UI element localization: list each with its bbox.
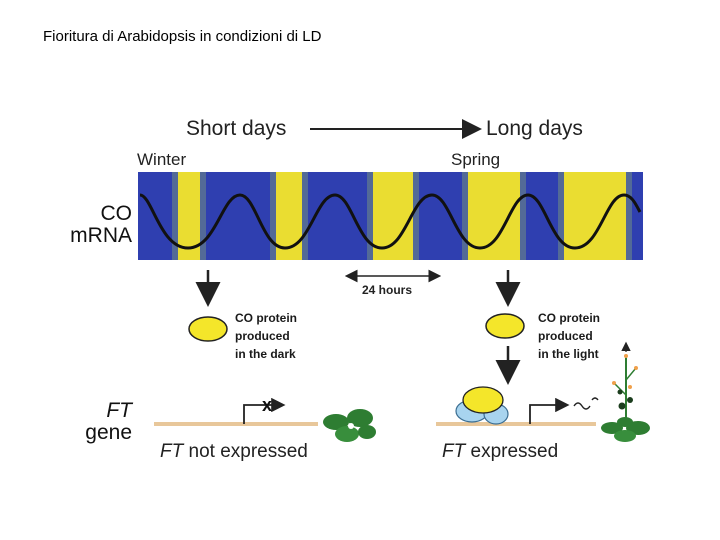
winter-label: Winter [137, 150, 187, 169]
ft-left-italic: FT [160, 441, 184, 462]
transcript-squiggle [573, 397, 599, 410]
ft-left-rest: not expressed [183, 441, 308, 462]
tss-left [243, 397, 286, 424]
right-protein-line1: CO protein [538, 311, 600, 325]
co-mrna-wave [139, 193, 642, 250]
co-protein-light [485, 313, 525, 339]
ft-right-rest: expressed [465, 441, 559, 462]
co-label-line1: CO [100, 202, 133, 225]
flowering-plant [601, 341, 650, 442]
left-protein-caption: CO protein produced in the dark [235, 309, 297, 363]
ft-gene-line1: FT [106, 399, 132, 422]
co-mrna-label: CO mRNA [64, 203, 132, 247]
ft-gene-line2: gene [85, 421, 132, 444]
short-days-label: Short days [186, 117, 287, 140]
left-protein-line1: CO protein [235, 311, 297, 325]
light-band [564, 172, 626, 260]
slide-title: Fioritura di Arabidopsis in condizioni d… [43, 28, 322, 45]
right-protein-line2: produced [538, 329, 593, 343]
co-protein-dark [188, 316, 228, 342]
light-bands [178, 172, 626, 260]
right-protein-line3: in the light [538, 347, 599, 361]
spring-label: Spring [451, 150, 501, 169]
co-complex [455, 386, 509, 425]
left-protein-line3: in the dark [235, 347, 296, 361]
left-protein-line2: produced [235, 329, 290, 343]
period-label: 24 hours [362, 283, 413, 297]
ft-expressed-label: FT expressed [442, 441, 558, 463]
right-protein-caption: CO protein produced in the light [538, 309, 600, 363]
light-band [468, 172, 520, 260]
ft-not-expressed-label: FT not expressed [160, 441, 308, 463]
ft-right-italic: FT [442, 441, 466, 462]
light-band [276, 172, 302, 260]
co-label-line2: mRNA [70, 224, 132, 247]
ft-gene-label: FT gene [80, 400, 132, 444]
light-band [178, 172, 200, 260]
block-mark: x [262, 395, 272, 415]
tss-right [529, 397, 570, 424]
rosette-left [323, 409, 376, 442]
long-days-label: Long days [486, 117, 583, 140]
